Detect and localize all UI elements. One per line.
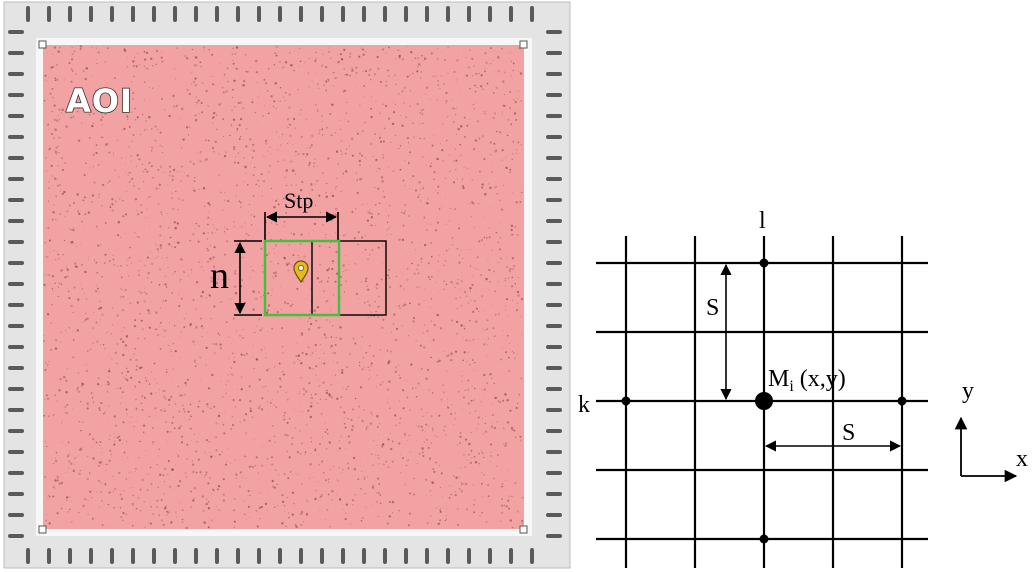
grid-node-main [755,392,773,410]
frame-tabs [8,6,562,564]
grid-node [759,258,769,268]
grid-node [759,534,769,544]
point-label-main: M [768,366,789,392]
grid-node [897,396,907,406]
point-label-subscript: i [789,378,794,395]
column-label: l [759,208,766,234]
point-label-coords: (x,y) [794,366,846,392]
aoi-corner-handle[interactable] [519,525,528,534]
grid-schematic: S S k l Mi (x,y) y x [578,208,1028,568]
speckle-pattern [43,45,524,530]
location-pin-icon[interactable] [293,260,309,284]
aoi-region [43,45,524,529]
row-label: k [578,392,590,418]
spacing-label-vertical: S [706,295,719,321]
axis-y-label: y [962,378,974,404]
point-label: Mi (x,y) [768,366,846,395]
step-label: Stp [284,188,313,213]
aoi-corner-handle[interactable] [38,525,47,534]
aoi-corner-handle[interactable] [519,40,528,49]
spacing-label-horizontal: S [842,420,855,446]
subset-size-label: n [210,255,229,297]
subset-current[interactable] [263,239,341,317]
aoi-corner-handle[interactable] [38,40,47,49]
subset-next [311,240,387,316]
grid-node [621,396,631,406]
axis-x-label: x [1016,446,1028,472]
specimen-image: AOI Stp n [3,1,571,569]
aoi-label: AOI [66,82,133,120]
